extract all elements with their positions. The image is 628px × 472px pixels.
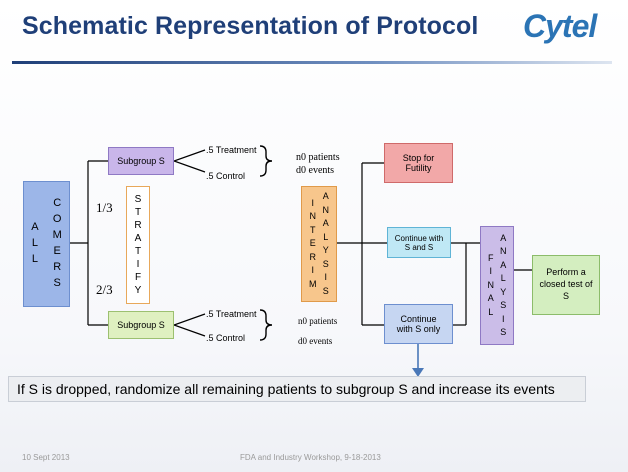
subgroup-bottom-box: Subgroup S bbox=[108, 311, 174, 339]
fraction-top: 1/3 bbox=[96, 200, 113, 215]
vertical-letter: I bbox=[311, 265, 314, 276]
footer-event: FDA and Industry Workshop, 9-18-2013 bbox=[240, 453, 381, 462]
vertical-letter: I bbox=[311, 197, 314, 208]
vertical-letter: N bbox=[309, 211, 317, 222]
vertical-letter: M bbox=[309, 278, 317, 289]
stratify-letter: R bbox=[134, 220, 142, 231]
vertical-letter: O bbox=[52, 213, 62, 226]
bottom-patients-label: n0 patients bbox=[298, 316, 338, 326]
stratify-letter: F bbox=[134, 272, 142, 283]
drop-rule-note: If S is dropped, randomize all remaining… bbox=[8, 376, 586, 402]
vertical-letter: E bbox=[309, 238, 316, 249]
vertical-letter: N bbox=[500, 246, 507, 256]
stratify-letter: A bbox=[134, 233, 142, 244]
vertical-letter: S bbox=[500, 300, 507, 310]
stop-futility-box: Stop for Futility bbox=[384, 143, 453, 183]
vertical-letter: E bbox=[53, 245, 61, 257]
subgroup-top-box: Subgroup S bbox=[108, 147, 174, 175]
vertical-letter: I bbox=[489, 266, 492, 277]
title-underline bbox=[12, 61, 612, 64]
vertical-letter: A bbox=[487, 293, 494, 304]
stratify-letter: T bbox=[134, 207, 142, 218]
vertical-letter: L bbox=[488, 306, 494, 317]
top-patients-label: n0 patients bbox=[296, 152, 340, 163]
vertical-letter: F bbox=[488, 252, 494, 263]
footer-date: 10 Sept 2013 bbox=[22, 453, 70, 462]
cytel-logo: Cytel bbox=[523, 8, 597, 44]
vertical-letter: S bbox=[322, 258, 329, 269]
vertical-letter: S bbox=[53, 276, 61, 289]
stratify-letter: S bbox=[134, 194, 142, 205]
vertical-letter: C bbox=[53, 197, 62, 210]
vertical-letter: A bbox=[322, 191, 329, 201]
vertical-letter: I bbox=[501, 313, 505, 324]
vertical-letter: A bbox=[500, 232, 507, 243]
bottom-control-label: .5 Control bbox=[206, 333, 246, 343]
closed-test-box: Perform a closed test of S bbox=[532, 255, 600, 315]
stratify-letter: Y bbox=[134, 285, 142, 296]
vertical-letter: T bbox=[310, 224, 316, 235]
vertical-letter: A bbox=[31, 221, 39, 234]
vertical-letter: N bbox=[487, 279, 495, 290]
bottom-events-label: d0 events bbox=[298, 336, 333, 346]
vertical-letter: A bbox=[322, 218, 329, 228]
bottom-treatment-label: .5 Treatment bbox=[206, 309, 257, 319]
vertical-letter: R bbox=[309, 251, 317, 262]
top-treatment-label: .5 Treatment bbox=[206, 145, 257, 155]
top-control-label: .5 Control bbox=[206, 171, 246, 181]
vertical-letter: L bbox=[31, 252, 38, 265]
vertical-letter: S bbox=[322, 285, 329, 296]
vertical-letter: M bbox=[52, 229, 62, 242]
vertical-letter: Y bbox=[322, 245, 329, 255]
vertical-letter: S bbox=[500, 327, 507, 337]
vertical-letter: R bbox=[53, 260, 62, 273]
stratify-letter: I bbox=[136, 259, 140, 270]
fraction-bottom: 2/3 bbox=[96, 282, 113, 297]
vertical-letter: L bbox=[323, 231, 329, 242]
stratify-box: S T R A T I F Y bbox=[126, 186, 150, 304]
vertical-letter: A bbox=[500, 259, 507, 270]
vertical-letter: N bbox=[322, 204, 330, 215]
continue-both-box: Continue with S and S bbox=[387, 227, 451, 258]
vertical-letter: L bbox=[31, 237, 38, 250]
continue-only-box: Continue with S only bbox=[384, 304, 453, 344]
top-events-label: d0 events bbox=[296, 165, 335, 176]
page-title: Schematic Representation of Protocol bbox=[22, 12, 479, 40]
vertical-letter: Y bbox=[500, 286, 507, 297]
vertical-letter: I bbox=[324, 272, 327, 282]
vertical-letter: L bbox=[500, 273, 506, 283]
stratify-letter: T bbox=[134, 246, 142, 257]
